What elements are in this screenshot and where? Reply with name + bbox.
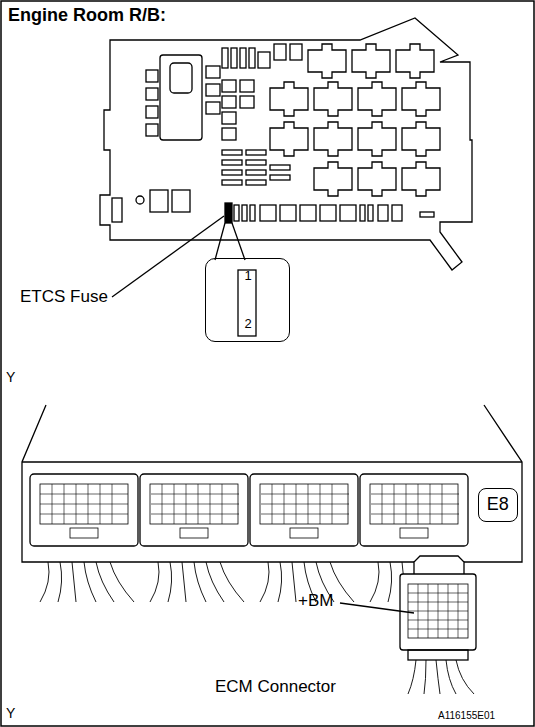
view-mark: Y <box>6 706 15 721</box>
figure-code: A116155E01 <box>438 710 495 721</box>
node-text: 2 <box>244 317 251 331</box>
block-title: Engine Room R/B: <box>8 6 166 26</box>
part-label: ETCS Fuse <box>20 288 108 307</box>
connector-code-box: E8 <box>478 488 518 522</box>
view-mark: Y <box>6 370 15 385</box>
part-label: ECM Connector <box>215 678 336 697</box>
node-text: 1 <box>244 269 251 283</box>
fuse-inset: 12 <box>205 258 290 342</box>
pin-name: +BM <box>298 592 333 611</box>
node-text: E8 <box>487 495 509 515</box>
